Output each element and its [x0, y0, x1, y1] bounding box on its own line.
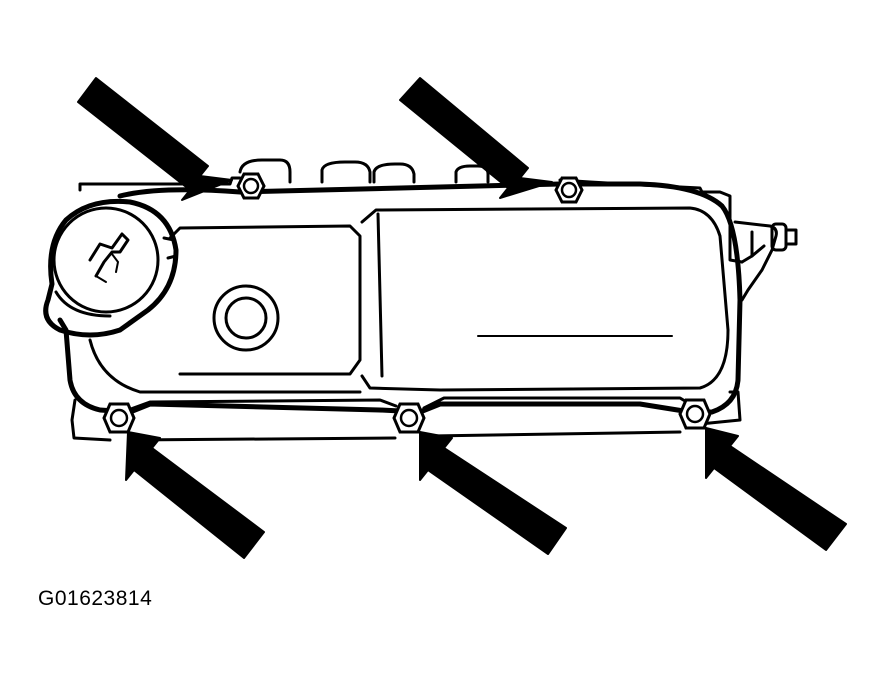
valve-cover-raised-section [88, 206, 730, 394]
oil-port-boss [212, 284, 280, 352]
bolt-top-right [554, 176, 584, 204]
arrow-to-bolt-top-right [399, 77, 553, 199]
arrow-to-bolt-bottom-middle [419, 431, 567, 555]
bolt-bottom-middle [392, 402, 426, 434]
bolt-bottom-left [102, 402, 136, 434]
bolt-bottom-right [678, 398, 712, 430]
bolt-top-left [236, 172, 266, 200]
arrow-to-bolt-bottom-right [705, 427, 847, 551]
figure-id-label: G01623814 [38, 587, 153, 610]
oil-filler-cap [43, 198, 179, 338]
right-side-bracket [733, 220, 798, 302]
arrow-to-bolt-bottom-left [125, 431, 265, 559]
arrow-to-bolt-top-left [77, 77, 233, 201]
